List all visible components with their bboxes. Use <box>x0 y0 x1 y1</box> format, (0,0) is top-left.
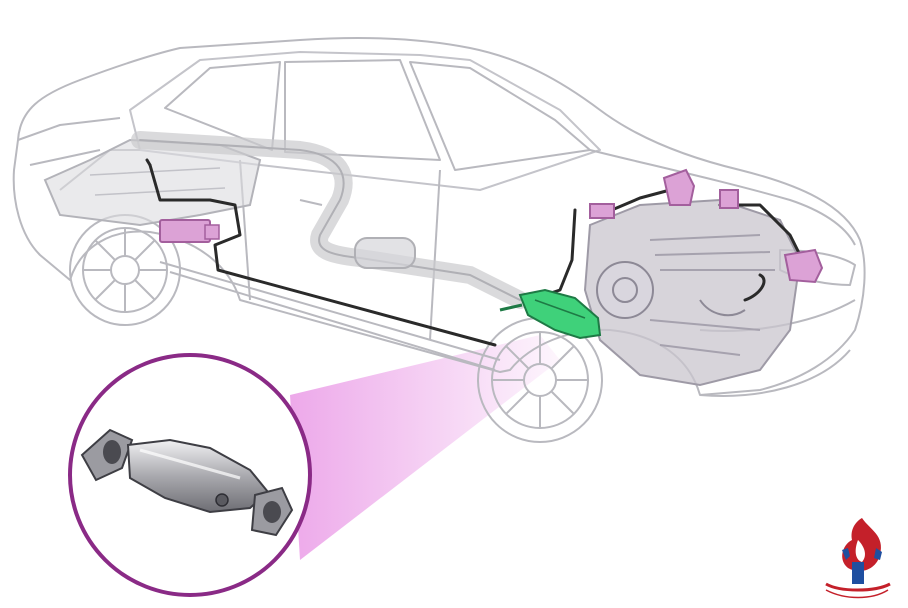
rear-wheel <box>69 214 181 326</box>
exhaust-pipe <box>131 131 529 309</box>
engine <box>583 198 802 387</box>
egr-valve <box>783 248 824 284</box>
fuel-tank <box>43 138 262 227</box>
flame-gear-logo-icon <box>825 518 891 599</box>
callout-circle <box>68 353 312 597</box>
vacuum-valve <box>719 189 739 209</box>
ecu-module <box>159 219 220 243</box>
catalytic-converter-highlight <box>499 288 602 340</box>
catalytic-converter-closeup <box>80 428 294 537</box>
callout-beam <box>290 335 560 560</box>
oxygen-sensor <box>589 203 615 219</box>
intake-sensor <box>662 168 696 206</box>
